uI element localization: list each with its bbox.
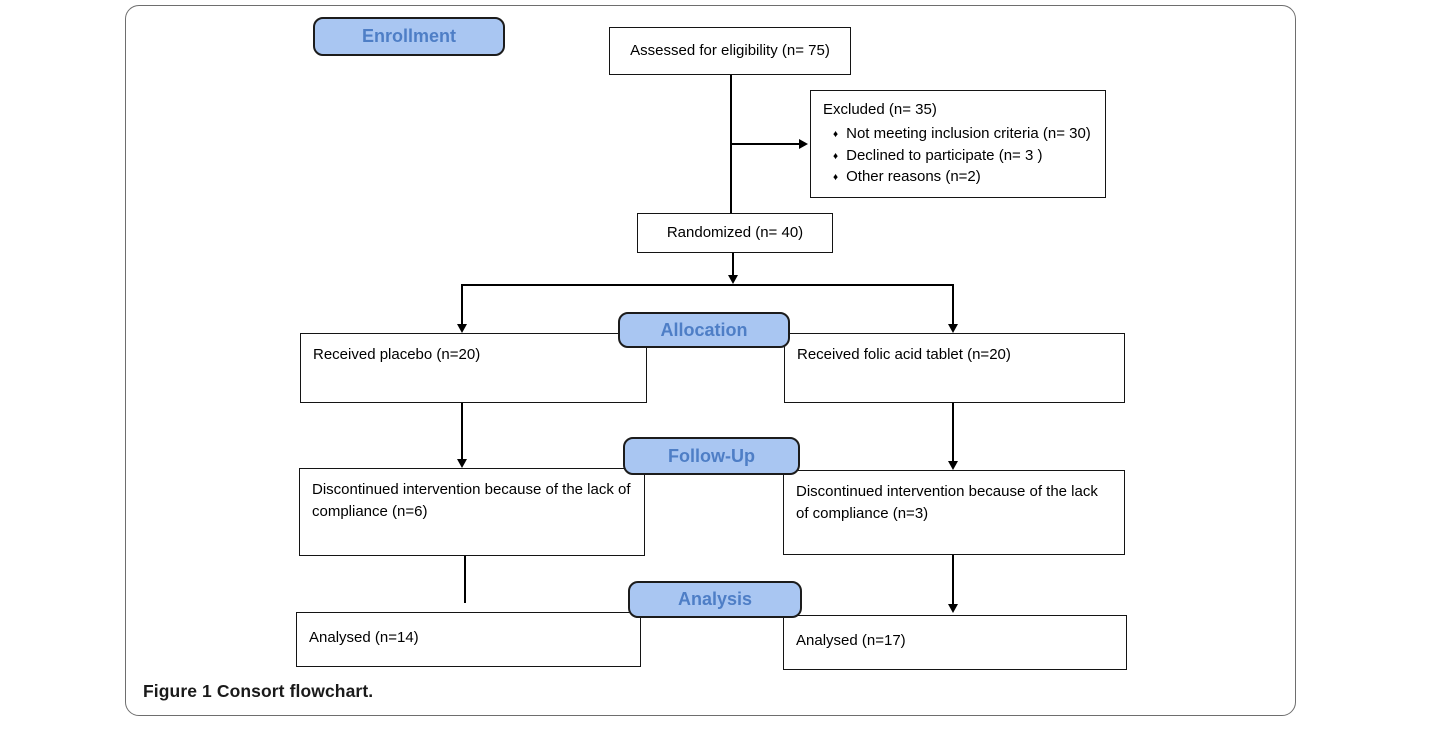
- arrowhead-followup-right: [948, 461, 958, 470]
- excluded-item: ♦ Declined to participate (n= 3 ): [823, 145, 1093, 167]
- stage-label-enrollment: Enrollment: [313, 17, 505, 56]
- randomized-box: Randomized (n= 40): [637, 213, 833, 253]
- figure-caption: Figure 1 Consort flowchart.: [143, 681, 373, 702]
- arrowhead-branch: [728, 275, 738, 284]
- received-placebo-box: Received placebo (n=20): [300, 333, 647, 403]
- diamond-bullet-icon: ♦: [833, 172, 839, 184]
- arrowhead-excluded: [799, 139, 808, 149]
- received-folic-acid-text: Received folic acid tablet (n=20): [797, 346, 1011, 363]
- assessed-text: Assessed for eligibility (n= 75): [630, 42, 830, 60]
- connector-followup-to-analysis-right: [952, 555, 954, 605]
- excluded-item-text: Not meeting inclusion criteria (n= 30): [846, 124, 1091, 142]
- excluded-item: ♦ Other reasons (n=2): [823, 166, 1093, 188]
- diamond-bullet-icon: ♦: [833, 150, 839, 162]
- connector-branch-to-placebo: [461, 284, 463, 325]
- arrowhead-followup-left: [457, 459, 467, 468]
- arrowhead-placebo: [457, 324, 467, 333]
- connector-randomized-to-branch: [732, 253, 734, 276]
- analysed-right-text: Analysed (n=17): [796, 632, 906, 649]
- excluded-item-text: Other reasons (n=2): [846, 168, 981, 186]
- stage-label-followup: Follow-Up: [623, 437, 800, 475]
- connector-followup-to-analysis-left: [464, 556, 466, 603]
- stage-label-analysis: Analysis: [628, 581, 802, 618]
- figure-caption-label: Figure 1: [143, 681, 212, 701]
- discontinued-left-text: Discontinued intervention because of the…: [312, 481, 631, 520]
- arrowhead-folic: [948, 324, 958, 333]
- discontinued-right-box: Discontinued intervention because of the…: [783, 470, 1125, 555]
- excluded-box: Excluded (n= 35) ♦ Not meeting inclusion…: [810, 90, 1106, 198]
- discontinued-right-text: Discontinued intervention because of the…: [796, 483, 1098, 522]
- analysed-left-text: Analysed (n=14): [309, 629, 419, 646]
- arrowhead-analysis-right: [948, 604, 958, 613]
- diamond-bullet-icon: ♦: [833, 128, 839, 140]
- assessed-box: Assessed for eligibility (n= 75): [609, 27, 851, 75]
- analysed-right-box: Analysed (n=17): [783, 615, 1127, 670]
- branch-line: [461, 284, 953, 286]
- analysed-left-box: Analysed (n=14): [296, 612, 641, 667]
- stage-label-allocation: Allocation: [618, 312, 790, 348]
- figure-caption-text: Consort flowchart.: [211, 681, 374, 701]
- discontinued-left-box: Discontinued intervention because of the…: [299, 468, 645, 556]
- received-placebo-text: Received placebo (n=20): [313, 346, 481, 363]
- connector-placebo-to-followup: [461, 403, 463, 460]
- excluded-item: ♦ Not meeting inclusion criteria (n= 30): [823, 123, 1093, 145]
- excluded-title: Excluded (n= 35): [823, 101, 937, 118]
- received-folic-acid-box: Received folic acid tablet (n=20): [784, 333, 1125, 403]
- analysis-label-text: Analysis: [677, 589, 753, 609]
- enrollment-label-text: Enrollment: [361, 26, 456, 46]
- allocation-label-text: Allocation: [660, 319, 748, 340]
- connector-branch-to-folic: [952, 284, 954, 325]
- followup-label-text: Follow-Up: [668, 445, 755, 466]
- excluded-item-text: Declined to participate (n= 3 ): [846, 146, 1043, 164]
- connector-folic-to-followup: [952, 403, 954, 462]
- connector-to-excluded: [731, 143, 800, 145]
- randomized-text: Randomized (n= 40): [666, 224, 804, 242]
